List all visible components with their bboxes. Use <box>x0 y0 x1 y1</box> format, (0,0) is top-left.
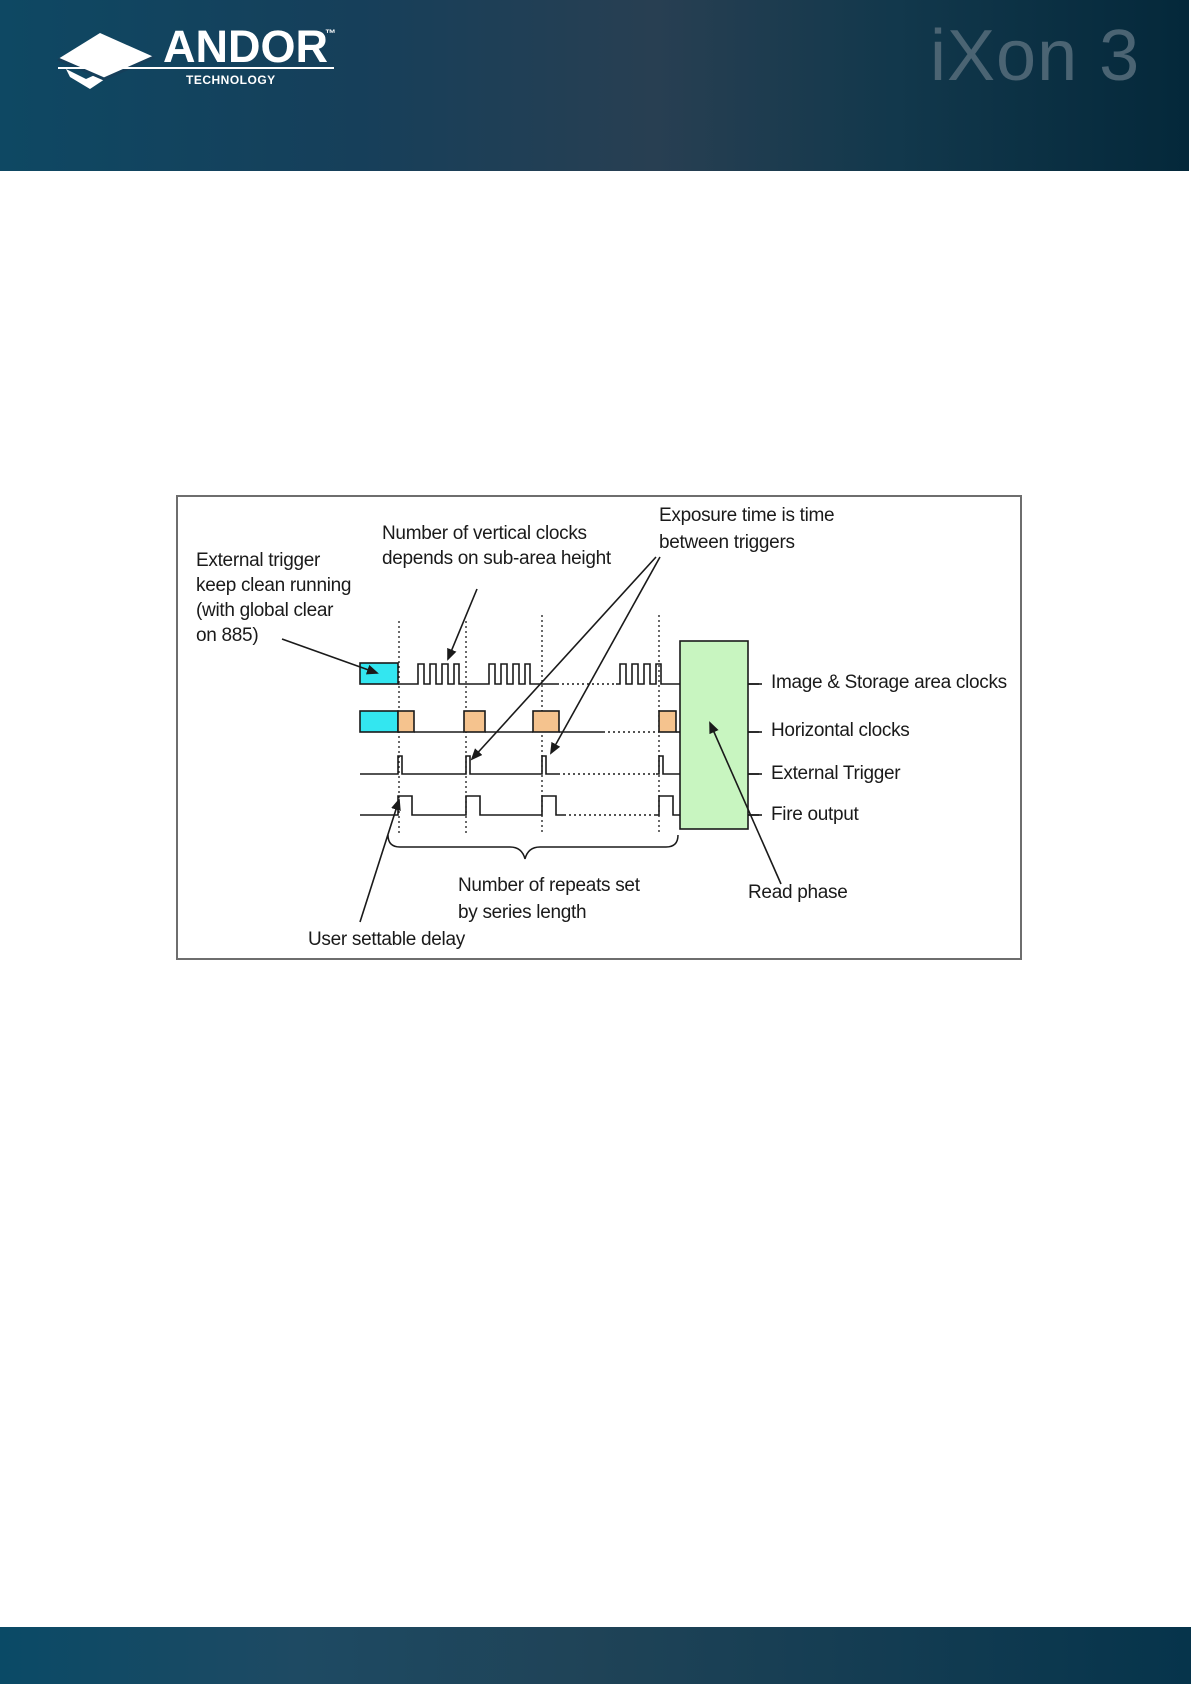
label-external-trigger-note-2: keep clean running <box>196 575 352 596</box>
logo-rule <box>58 67 334 69</box>
label-external-trigger-note-3: (with global clear <box>196 600 334 621</box>
arrow-keep-clean <box>281 638 379 675</box>
arrow-vertical-clocks <box>447 588 478 661</box>
andor-logo: ANDOR ™ TECHNOLOGY <box>56 22 346 102</box>
label-vertical-clocks-note-2: depends on sub-area height <box>382 548 611 569</box>
label-image-storage-clocks: Image & Storage area clocks <box>771 672 1007 693</box>
label-exposure-note-1: Exposure time is time <box>659 505 835 526</box>
label-exposure-note-2: between triggers <box>659 532 795 553</box>
read-phase-box <box>679 640 749 830</box>
horizontal-pulse-1 <box>397 710 415 733</box>
brand-name: ANDOR <box>163 21 328 72</box>
timing-diagram: External trigger keep clean running (wit… <box>176 495 1022 960</box>
page-footer <box>0 1627 1191 1684</box>
product-name: iXon 3 <box>930 16 1141 96</box>
repeats-bracket <box>387 834 679 860</box>
label-external-trigger-note-4: on 885) <box>196 625 259 646</box>
guide-lines <box>398 615 660 834</box>
andor-diamond-icon <box>57 33 155 89</box>
annotation-arrows <box>281 556 782 923</box>
brand-trademark: ™ <box>325 28 336 40</box>
brand-subtitle: TECHNOLOGY <box>186 73 276 87</box>
label-user-delay: User settable delay <box>308 929 465 950</box>
arrow-exposure-1 <box>470 556 657 761</box>
timing-diagram-svg <box>281 556 782 923</box>
keep-clean-block-1 <box>359 662 399 685</box>
label-external-trigger: External Trigger <box>771 763 901 784</box>
header-edge <box>1189 0 1191 171</box>
label-external-trigger-note-1: External trigger <box>196 550 321 571</box>
page-header: ANDOR ™ TECHNOLOGY iXon 3 <box>0 0 1191 171</box>
label-horizontal-clocks: Horizontal clocks <box>771 720 910 741</box>
row-leader-ticks <box>748 683 762 816</box>
horizontal-pulse-4 <box>658 710 677 733</box>
keep-clean-block-2 <box>359 710 399 733</box>
label-read-phase: Read phase <box>748 882 848 903</box>
arrow-exposure-2 <box>550 556 661 755</box>
fire-output-waveform <box>360 795 759 816</box>
arrow-read-phase <box>709 721 782 885</box>
horizontal-pulse-3 <box>532 710 560 733</box>
image-storage-clock-waveform <box>359 662 759 685</box>
label-repeats-note-2: by series length <box>458 902 587 923</box>
horizontal-pulse-2 <box>463 710 486 733</box>
label-fire-output: Fire output <box>771 804 859 825</box>
horizontal-clock-waveform <box>359 710 759 733</box>
arrow-user-delay <box>359 798 401 923</box>
label-repeats-note-1: Number of repeats set <box>458 875 640 896</box>
label-vertical-clocks-note-1: Number of vertical clocks <box>382 523 587 544</box>
